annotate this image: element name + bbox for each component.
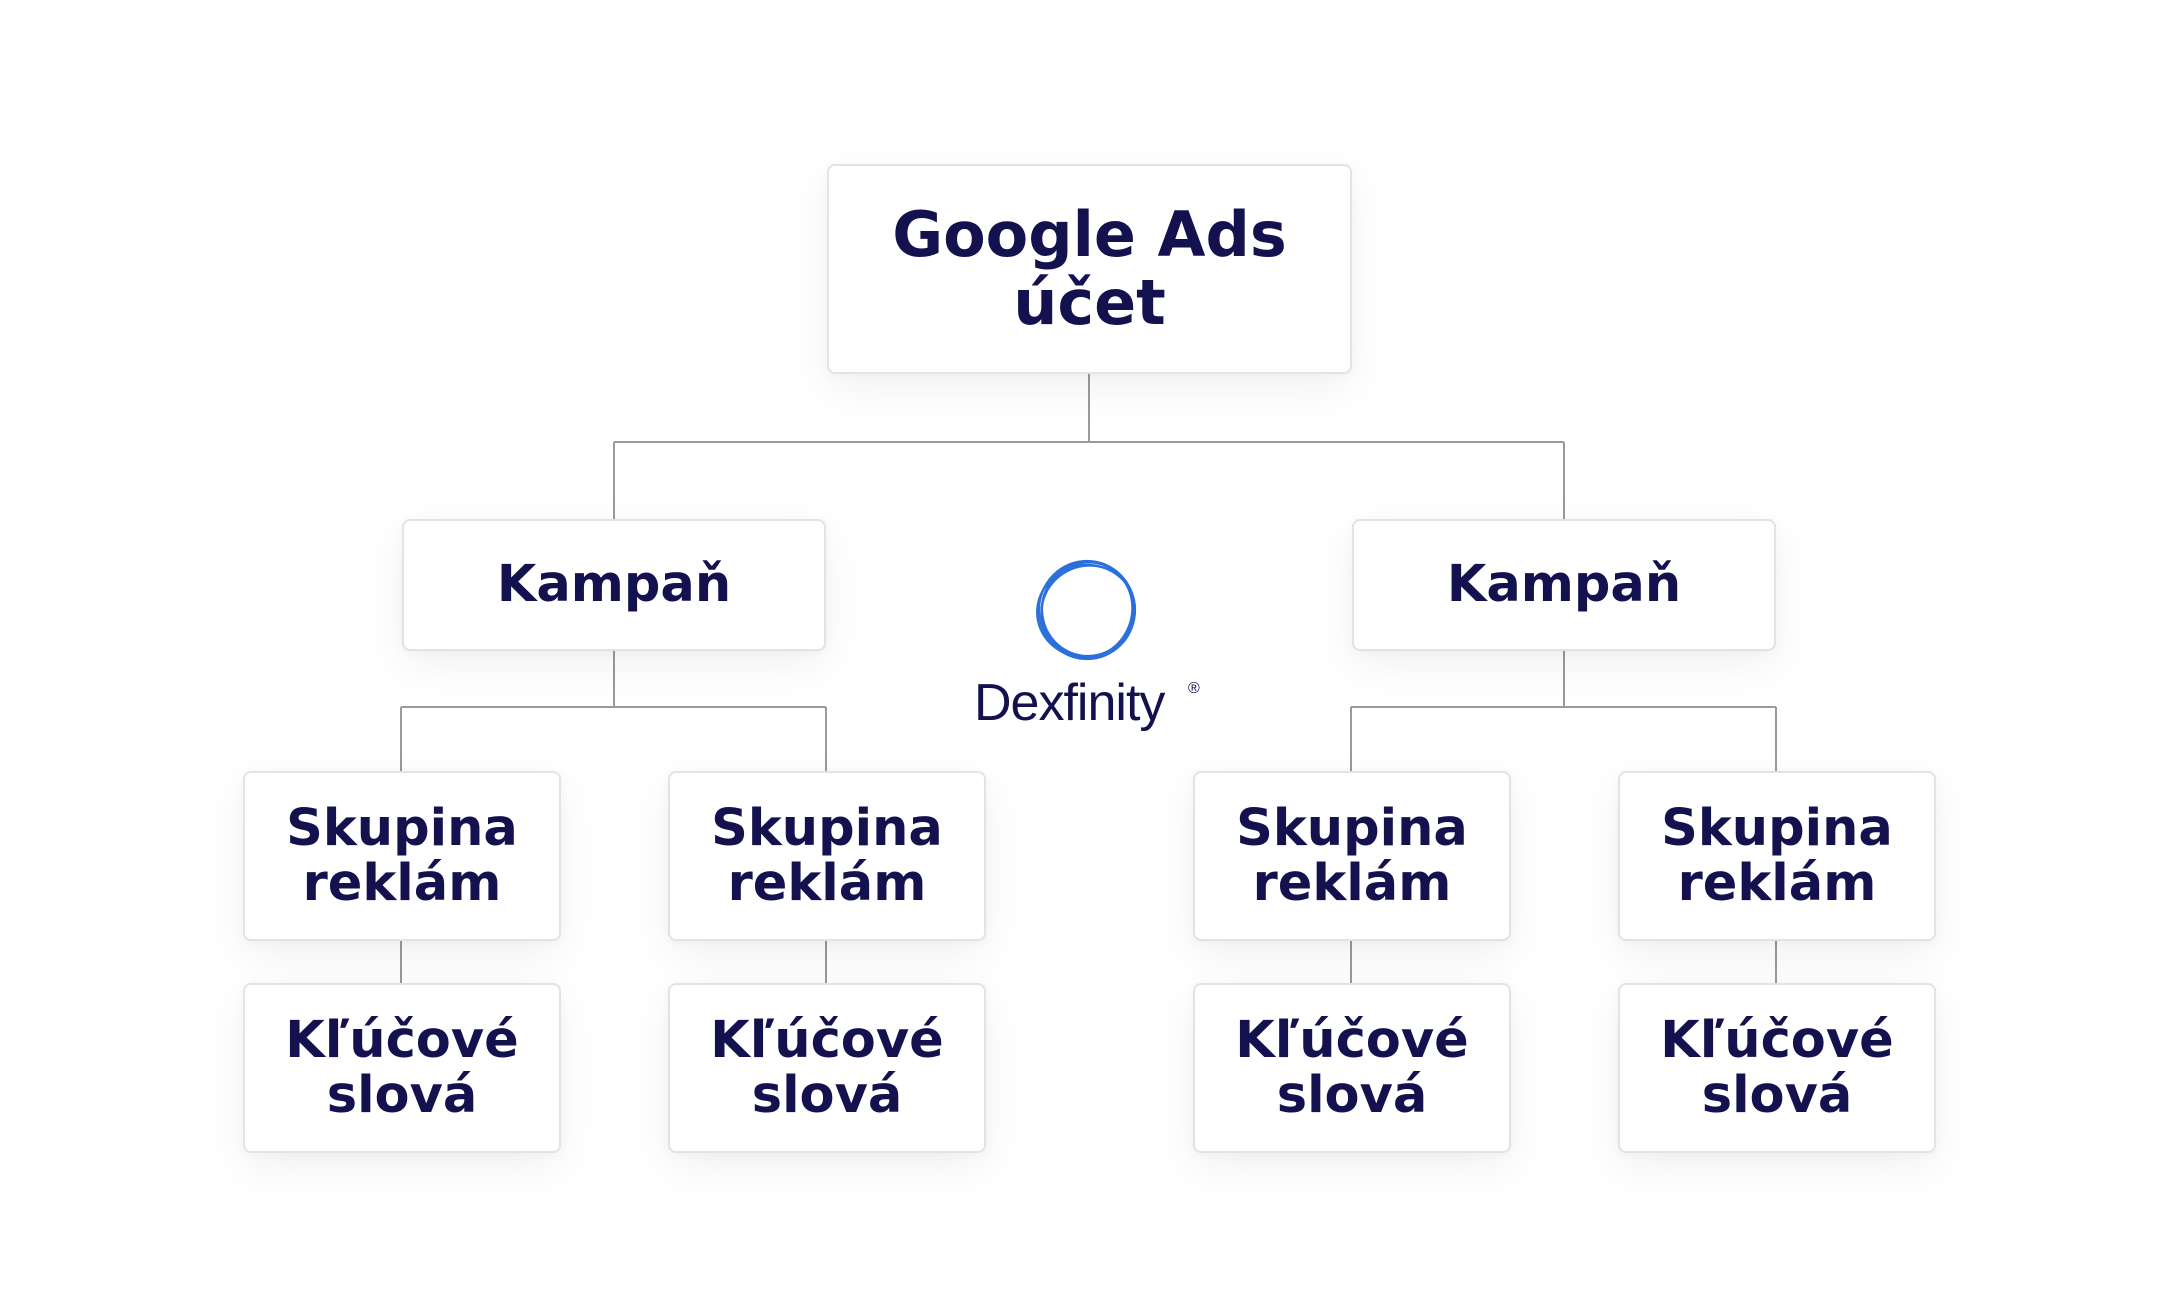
ad-group-node-4: Skupina reklám bbox=[1618, 771, 1936, 941]
keywords-node-label: Kľúčové slová bbox=[1660, 1010, 1894, 1125]
campaign-node-1: Kampaň bbox=[402, 519, 826, 651]
campaign-node-label: Kampaň bbox=[1446, 554, 1682, 614]
root-node-google-ads-account: Google Ads účet bbox=[827, 164, 1352, 374]
keywords-node-label: Kľúčové slová bbox=[710, 1010, 944, 1125]
ad-group-node-3: Skupina reklám bbox=[1193, 771, 1511, 941]
registered-mark: ® bbox=[1188, 680, 1200, 697]
root-node-label: Google Ads účet bbox=[892, 197, 1287, 339]
dexfinity-logo: Dexfinity ® bbox=[974, 555, 1214, 745]
keywords-node-1: Kľúčové slová bbox=[243, 983, 561, 1153]
ad-group-node-label: Skupina reklám bbox=[1661, 798, 1893, 913]
ad-group-node-label: Skupina reklám bbox=[286, 798, 518, 913]
keywords-node-label: Kľúčové slová bbox=[1235, 1010, 1469, 1125]
keywords-node-4: Kľúčové slová bbox=[1618, 983, 1936, 1153]
campaign-node-label: Kampaň bbox=[496, 554, 732, 614]
ad-group-node-label: Skupina reklám bbox=[1236, 798, 1468, 913]
scribble-circle-icon bbox=[1036, 559, 1137, 661]
logo-wordmark: Dexfinity bbox=[974, 674, 1165, 732]
ad-group-node-label: Skupina reklám bbox=[711, 798, 943, 913]
ad-group-node-1: Skupina reklám bbox=[243, 771, 561, 941]
campaign-node-2: Kampaň bbox=[1352, 519, 1776, 651]
keywords-node-3: Kľúčové slová bbox=[1193, 983, 1511, 1153]
ad-group-node-2: Skupina reklám bbox=[668, 771, 986, 941]
keywords-node-2: Kľúčové slová bbox=[668, 983, 986, 1153]
keywords-node-label: Kľúčové slová bbox=[285, 1010, 519, 1125]
